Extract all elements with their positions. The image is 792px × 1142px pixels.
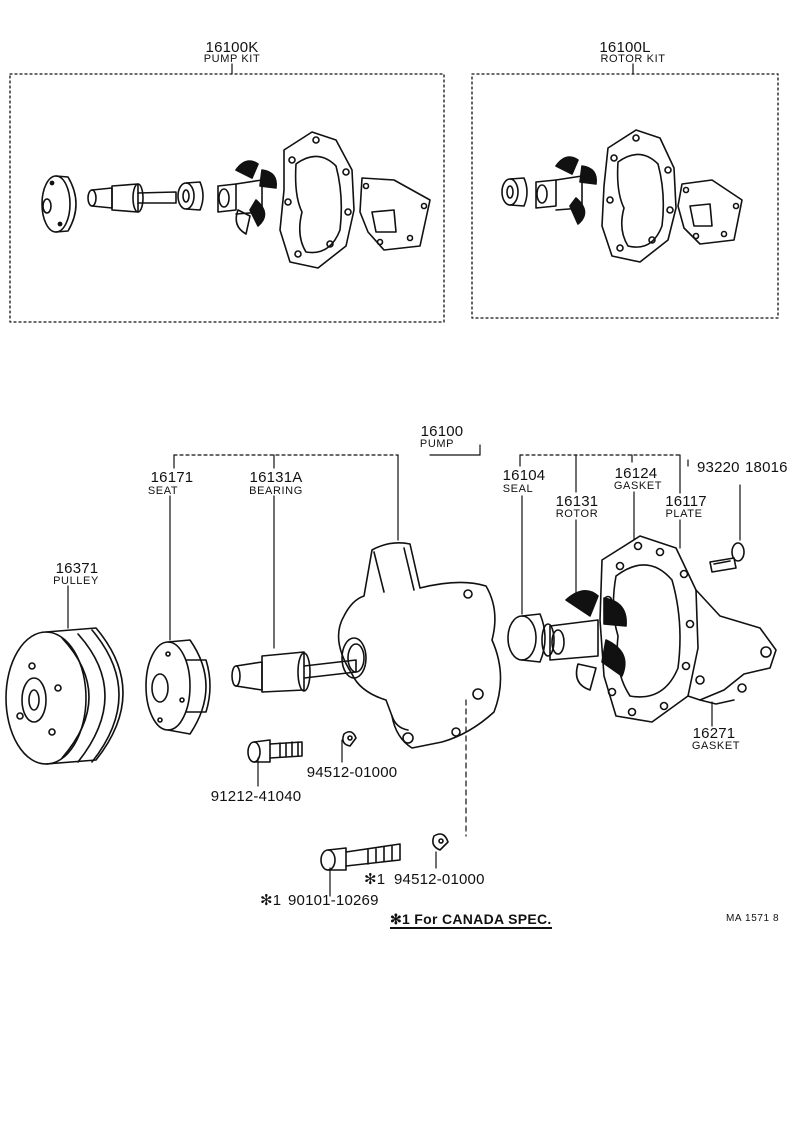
washer-canada-part-no: 94512-01000: [394, 871, 485, 888]
rotor-kit-part-no: 16100L: [599, 39, 651, 56]
washer-std-part-no: 94512-01000: [306, 764, 398, 781]
bolt-canada-part-no: 90101-10269: [288, 892, 379, 909]
gasket-16271-name: GASKET: [691, 740, 741, 752]
rotor-part-no: 16131: [555, 493, 599, 510]
washer-canada-mark: ✻1: [364, 871, 386, 888]
kit-seat-disc: [41, 175, 77, 233]
pump-bracket: [173, 444, 689, 541]
gasket-16124-drawing: [599, 535, 699, 723]
rkit-plate: [677, 179, 743, 245]
rotor-drawing: [549, 590, 627, 691]
bolt-std-part-no: 91212-41040: [210, 788, 302, 805]
kit-gasket: [279, 131, 355, 269]
bolt-90101-drawing: [320, 843, 401, 871]
pump-kit-part-no: 16100K: [205, 39, 259, 56]
pump-name: PUMP: [419, 438, 455, 450]
gasket-16124-part-no: 16124: [614, 465, 658, 482]
seal-name: SEAL: [502, 483, 534, 495]
pulley-part-no: 16371: [55, 560, 99, 577]
screw-93220-drawing: [709, 542, 745, 573]
seat-drawing: [145, 639, 211, 735]
rotor-name: ROTOR: [555, 508, 599, 520]
plate-name: PLATE: [665, 508, 703, 520]
bearing-drawing: [231, 643, 365, 693]
washer-canada-drawing: [432, 833, 449, 851]
leader-lines: [67, 484, 741, 897]
pulley-drawing: [5, 627, 124, 765]
pump-body-drawing: [337, 542, 502, 749]
bolt-91212-drawing: [247, 739, 303, 763]
gasket-16124-name: GASKET: [613, 480, 663, 492]
kit-bearing-shaft: [87, 183, 177, 213]
canada-spec-footnote: ✻1 For CANADA SPEC.: [390, 911, 552, 929]
pump-kit-name: PUMP KIT: [203, 53, 261, 65]
seal-drawing: [507, 613, 555, 663]
pump-part-no: 16100: [420, 423, 464, 440]
washer-std-drawing: [342, 730, 357, 747]
seat-name: SEAT: [147, 485, 179, 497]
plate-part-no: 16117: [665, 493, 707, 510]
rkit-seal: [501, 177, 528, 207]
pulley-name: PULLEY: [53, 575, 99, 587]
bearing-part-no: 16131A: [249, 469, 303, 486]
kit-seal: [177, 181, 204, 211]
pump-kit-frame: [9, 73, 445, 323]
gasket-16271-part-no: 16271: [692, 725, 736, 742]
rotor-kit-name: ROTOR KIT: [600, 53, 666, 65]
bearing-name: BEARING: [249, 485, 303, 497]
screw-18016-part-no: 18016: [745, 459, 788, 476]
rkit-rotor: [535, 156, 598, 225]
bolt-canada-mark: ✻1: [260, 892, 282, 909]
seal-part-no: 16104: [502, 467, 546, 484]
seat-part-no: 16171: [150, 469, 194, 486]
plate-drawing: [687, 589, 777, 705]
kit-plate: [359, 177, 431, 251]
kit-rotor: [217, 160, 278, 235]
figure-code: MA 1571 8: [726, 913, 780, 924]
rkit-gasket: [601, 129, 677, 263]
screw-93220-part-no: 93220: [697, 459, 740, 476]
